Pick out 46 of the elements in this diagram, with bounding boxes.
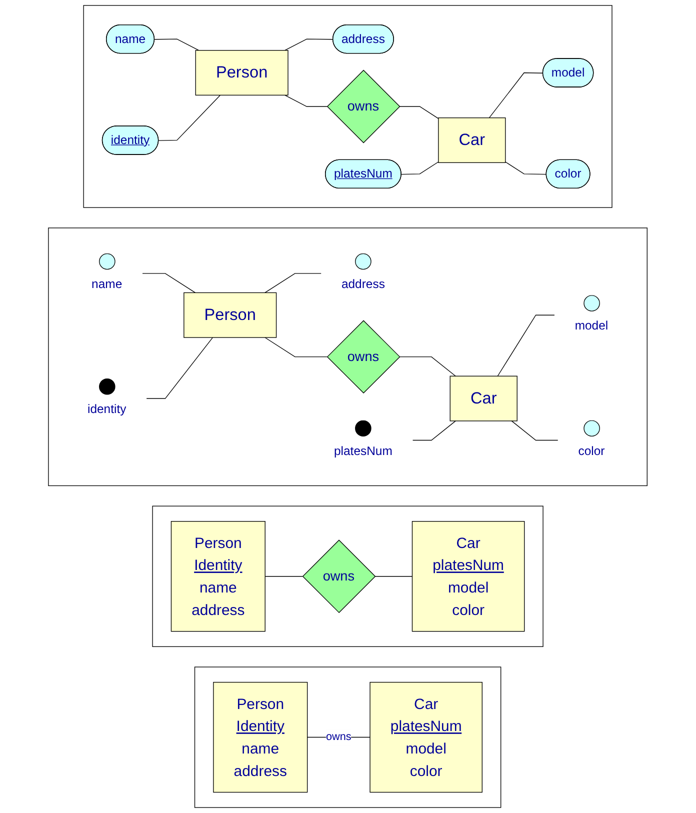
connector: [158, 94, 221, 141]
node-diamond: owns: [302, 540, 376, 614]
node-box: Person Identity name address: [171, 521, 266, 632]
connector: [399, 356, 456, 376]
edge-label: owns: [326, 731, 352, 743]
node-box: Person: [184, 292, 277, 338]
connector: [264, 576, 303, 577]
node-label: platesNum: [334, 444, 393, 458]
connector: [412, 420, 456, 441]
node-box: Car platesNum model color: [370, 682, 483, 793]
connector: [512, 420, 558, 441]
connector: [264, 273, 322, 294]
connector: [146, 337, 214, 399]
node-diamond: owns: [327, 70, 400, 144]
node-label: color: [578, 444, 605, 458]
node-circle: [98, 378, 116, 395]
connector: [505, 162, 548, 175]
node-box: Car: [450, 376, 518, 422]
cluster: [48, 228, 648, 486]
cluster: [194, 666, 502, 808]
node-circle: [98, 253, 116, 270]
node-label: name: [92, 277, 122, 291]
node-box: Person Identity name address: [213, 682, 308, 793]
node-box: Car: [438, 118, 506, 163]
node-diamond: owns: [327, 320, 400, 394]
cluster: [152, 506, 544, 647]
node-label: identity: [88, 402, 126, 416]
cluster: [83, 5, 613, 208]
node-box: Car platesNum model color: [412, 521, 525, 632]
connector: [284, 94, 328, 107]
node-circle: [584, 420, 600, 436]
connector: [264, 337, 328, 358]
connector: [142, 273, 196, 294]
connector: [399, 106, 439, 119]
node-label: address: [342, 277, 386, 291]
node-label: model: [575, 318, 608, 332]
connector: [374, 576, 413, 577]
connector: [489, 72, 544, 118]
node-circle: [355, 420, 372, 436]
node-box: Person: [196, 50, 289, 96]
node-circle: [355, 253, 372, 270]
node-circle: [584, 295, 600, 312]
connector: [498, 314, 555, 376]
connector: [284, 38, 334, 51]
connector: [154, 38, 200, 51]
connector: [401, 162, 439, 175]
